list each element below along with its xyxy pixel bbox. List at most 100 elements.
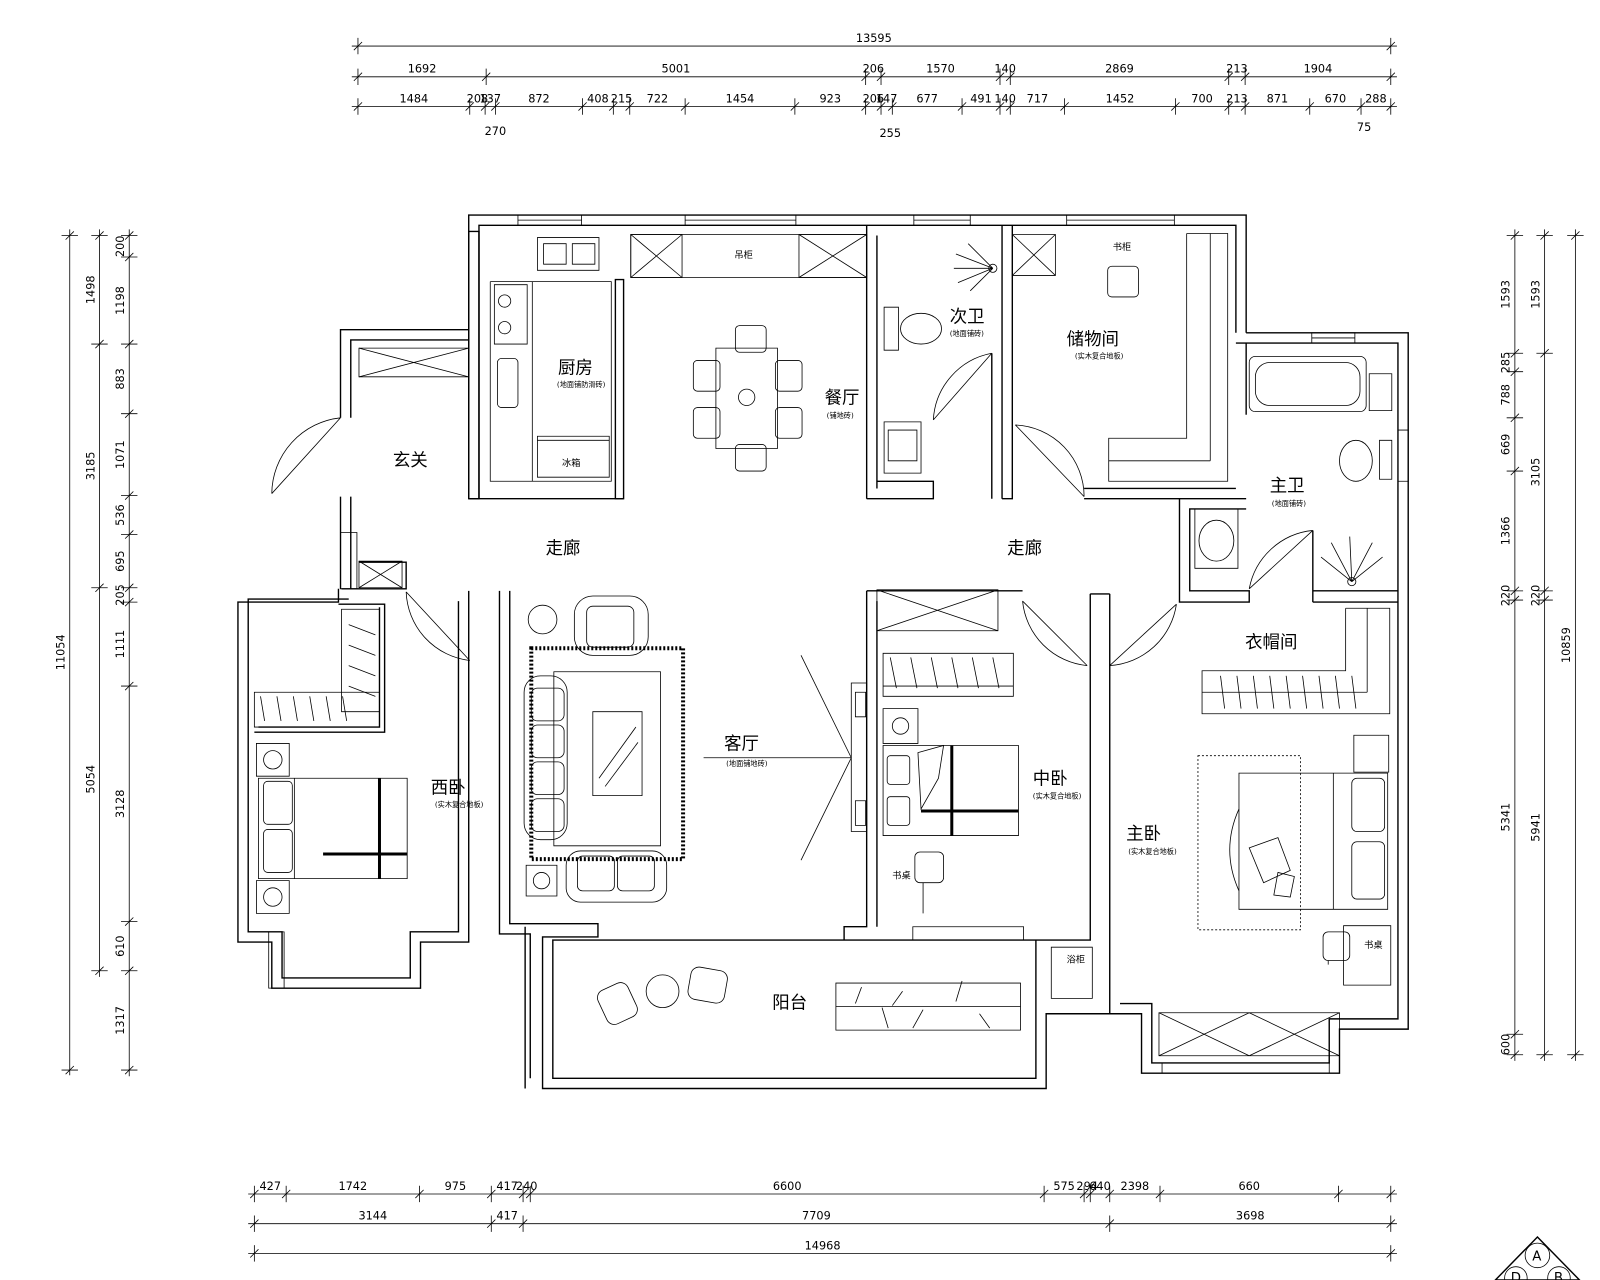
dim-bottom-detail-2: 975 <box>445 1180 467 1193</box>
dim-bottom-detail-8: 640 <box>1089 1180 1111 1193</box>
dim-top-detail-11: 677 <box>916 92 938 105</box>
exterior-walls <box>238 215 1408 1088</box>
dim-top-detail-0: 1484 <box>399 92 428 105</box>
dim-top-below-2: 75 <box>1357 121 1371 134</box>
storage-label: 储物间 <box>1067 330 1119 350</box>
dim-top-mid-3: 1570 <box>926 63 955 76</box>
dining-note: (铺地砖) <box>827 411 854 420</box>
dim-top-detail-5: 215 <box>611 92 633 105</box>
dim-left-inner-6: 205 <box>114 584 127 605</box>
dim-top-detail-3: 872 <box>528 92 550 105</box>
dim-bottom-detail-0: 427 <box>259 1180 281 1193</box>
dim-top-mid-0: 1692 <box>408 63 437 76</box>
dim-bottom-detail-10: 660 <box>1238 1180 1260 1193</box>
dim-top-detail-7: 1454 <box>726 92 755 105</box>
compass-letter-a: A <box>1532 1250 1541 1265</box>
master-bedroom-furniture <box>1159 735 1391 1056</box>
dim-bottom-detail-3: 417 <box>496 1180 518 1193</box>
guest-bath-label: 次卫 <box>950 308 985 328</box>
master-bedroom-label: 主卧 <box>1126 825 1161 845</box>
dim-left-inner-10: 1317 <box>114 1006 127 1035</box>
dim-left-inner-1: 1198 <box>114 286 127 315</box>
compass-symbol: A D B <box>1494 1235 1581 1280</box>
dim-bottom-mid-0: 3144 <box>358 1210 387 1223</box>
bath-cabinet-label: 浴柜 <box>1067 954 1085 966</box>
balcony-furniture <box>595 947 1093 1030</box>
dim-right-mid-3: 5941 <box>1529 813 1542 842</box>
master-desk-label: 书桌 <box>1364 939 1382 951</box>
dim-right-inner-7: 600 <box>1500 1034 1513 1055</box>
corridor-left-label: 走廊 <box>546 539 581 559</box>
dim-bottom-detail-7: 294 <box>1076 1180 1098 1193</box>
dim-top-mid-4: 140 <box>994 63 1016 76</box>
dim-right-inner-6: 5341 <box>1500 803 1513 832</box>
dim-top-detail-19: 670 <box>1325 92 1347 105</box>
west-bedroom-label: 西卧 <box>431 779 466 799</box>
dim-left-inner-3: 1071 <box>114 440 127 469</box>
dim-top-detail-14: 717 <box>1027 92 1049 105</box>
windows <box>269 215 1408 1073</box>
dim-top-mid-7: 1904 <box>1304 63 1333 76</box>
dim-left-inner-9: 610 <box>114 935 127 956</box>
dim-right-inner-1: 285 <box>1500 352 1513 373</box>
dim-bottom-detail-1: 1742 <box>338 1180 367 1193</box>
dim-bottom-detail-5: 6600 <box>773 1180 802 1193</box>
guest-bath-fixtures <box>884 244 997 473</box>
dim-right-outer: 10859 <box>1560 627 1573 663</box>
dim-left-mid-2: 5054 <box>84 765 97 794</box>
dim-left-inner-4: 536 <box>114 504 127 525</box>
dimension-labels: 13595 1692 5001 206 1570 140 2869 213 1904 1484 20… <box>55 32 1574 1252</box>
dim-top-detail-16: 700 <box>1191 92 1213 105</box>
west-bedroom-furniture <box>254 609 407 913</box>
dining-table <box>693 326 802 471</box>
dim-left-inner-7: 1111 <box>114 630 127 659</box>
balcony-label: 阳台 <box>772 994 807 1014</box>
dim-top-detail-6: 722 <box>647 92 669 105</box>
master-bath-note: (地面铺砖) <box>1272 499 1306 508</box>
dim-bottom-detail-9: 2398 <box>1121 1180 1150 1193</box>
dim-right-inner-0: 1593 <box>1500 280 1513 309</box>
dim-top-detail-17: 213 <box>1226 92 1248 105</box>
compass-letter-b: B <box>1554 1271 1563 1280</box>
dining-label: 餐厅 <box>825 388 860 408</box>
dim-top-detail-9: 206 <box>863 92 885 105</box>
storage-cabinet-label: 书柜 <box>1113 241 1131 253</box>
dim-top-detail-2: 137 <box>479 92 501 105</box>
living-label: 客厅 <box>724 735 759 755</box>
fridge-label: 冰箱 <box>562 457 580 469</box>
dim-left-inner-0: 200 <box>114 236 127 257</box>
guest-bath-note: (地面铺砖) <box>950 329 984 338</box>
entry-cabinet <box>341 348 469 589</box>
kitchen-note: (地面铺防滑砖) <box>557 380 606 389</box>
dim-top-detail-15: 1452 <box>1106 92 1135 105</box>
west-bedroom-note: (实木复合地板) <box>435 800 484 809</box>
master-bath-label: 主卫 <box>1270 477 1305 497</box>
middle-desk-label: 书桌 <box>892 870 910 882</box>
dim-left-mid-0: 1498 <box>84 275 97 304</box>
dim-bottom-mid-2: 7709 <box>802 1210 831 1223</box>
corridor-right-label: 走廊 <box>1007 539 1042 559</box>
dim-top-mid-5: 2869 <box>1105 63 1134 76</box>
entry-label: 玄关 <box>393 451 428 471</box>
dim-top-below-1: 255 <box>879 127 901 140</box>
dim-left-mid-1: 3185 <box>84 452 97 481</box>
middle-bedroom-furniture <box>877 590 1019 914</box>
dim-bottom-detail-4: 240 <box>516 1180 538 1193</box>
dim-top-detail-13: 140 <box>994 92 1016 105</box>
middle-bedroom-label: 中卧 <box>1033 769 1068 789</box>
dim-left-inner-5: 695 <box>114 550 127 571</box>
dim-top-mid-1: 5001 <box>662 63 691 76</box>
dim-top-detail-12: 491 <box>970 92 992 105</box>
dim-bottom-detail-6: 575 <box>1053 1180 1075 1193</box>
dim-top-detail-18: 871 <box>1267 92 1289 105</box>
dimension-lines <box>62 38 1584 1262</box>
dim-left-inner-8: 3128 <box>114 790 127 819</box>
compass-letter-d: D <box>1511 1271 1521 1280</box>
dim-bottom-total: 14968 <box>805 1239 841 1252</box>
dining-cabinet <box>631 234 867 277</box>
dim-top-total: 13595 <box>856 32 892 45</box>
dim-top-mid-6: 213 <box>1226 63 1248 76</box>
dim-right-mid-1: 3105 <box>1529 458 1542 487</box>
master-bath-fixtures <box>1195 356 1392 585</box>
dim-top-detail-8: 923 <box>819 92 841 105</box>
